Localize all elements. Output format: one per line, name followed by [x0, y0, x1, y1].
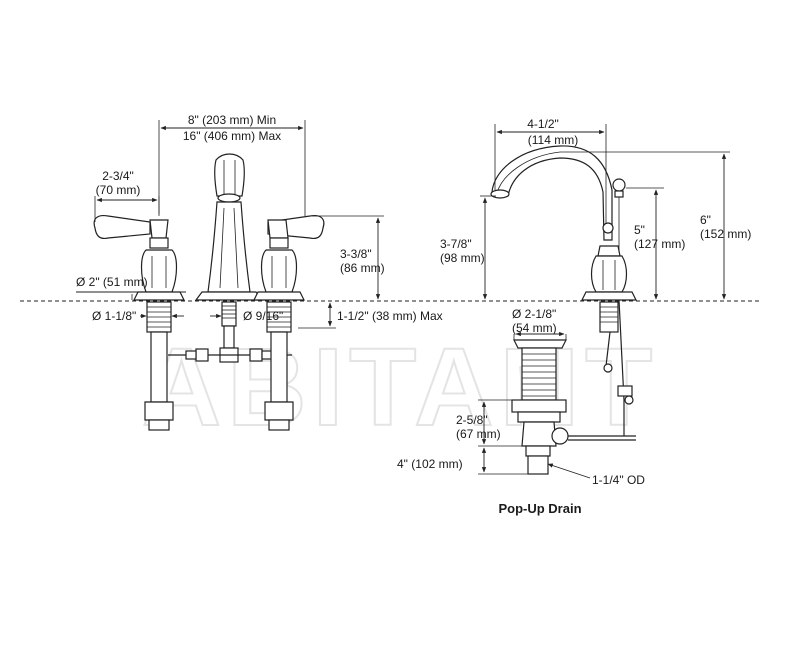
flange-diameter-label: Ø 2" (51 mm) [76, 275, 148, 289]
right-handle [253, 214, 325, 431]
spout-height-label: 3-7/8" [440, 237, 472, 251]
spout-height-mm-label: (98 mm) [440, 251, 485, 265]
drain-diameter-mm-label: (54 mm) [512, 321, 557, 335]
handle-height-label: 3-3/8" [340, 247, 372, 261]
spread-min-label: 8" (203 mm) Min [188, 113, 276, 127]
center-spout [168, 153, 292, 363]
lift-height-mm-label: (127 mm) [634, 237, 685, 251]
total-height-label: 6" [700, 213, 711, 227]
handle-width-mm-label: (70 mm) [96, 183, 141, 197]
handle-height-mm-label: (86 mm) [340, 261, 385, 275]
drain-body-label: 2-5/8" [456, 413, 488, 427]
total-height-mm-label: (152 mm) [700, 227, 751, 241]
drain-diameter-label: Ø 2-1/8" [512, 307, 556, 321]
drain-length-label: 4" (102 mm) [397, 457, 463, 471]
reach-label: 4-1/2" [527, 117, 559, 131]
widespread-faucet-front-view: 8" (203 mm) Min 16" (406 mm) Max 2-3/4" … [76, 113, 443, 431]
spout-side-view: 4-1/2" (114 mm) 3-7/8" (98 mm) 5" (127 m… [440, 117, 751, 436]
tailpiece-od-label: 1-1/4" OD [592, 473, 645, 487]
lift-height-label: 5" [634, 223, 645, 237]
reach-mm-label: (114 mm) [528, 133, 578, 147]
deck-max-label: 1-1/2" (38 mm) Max [337, 309, 443, 323]
spread-max-label: 16" (406 mm) Max [183, 129, 281, 143]
drain-caption: Pop-Up Drain [498, 501, 581, 516]
shank-diameter-label: Ø 1-1/8" [92, 309, 136, 323]
drain-body-mm-label: (67 mm) [456, 427, 501, 441]
pop-up-drain: Ø 2-1/8" (54 mm) 2-5/8" (67 mm) 4" (102 … [397, 307, 645, 516]
watermark: ABITANT [142, 326, 659, 449]
center-connection-label: Ø 9/16" [243, 309, 283, 323]
handle-width-label: 2-3/4" [102, 169, 134, 183]
